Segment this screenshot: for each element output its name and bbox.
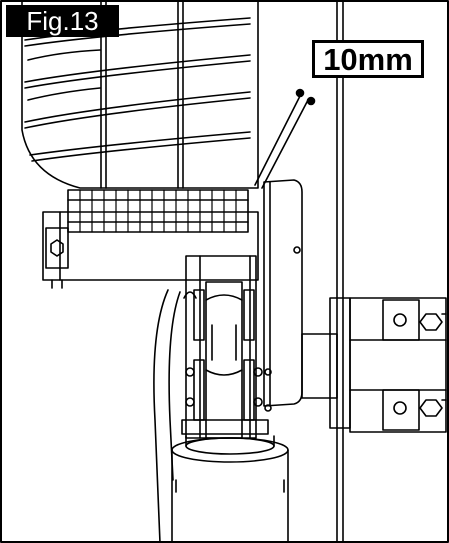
wrench-tool [254,88,316,189]
frame-post [336,1,344,543]
callout-label: 10mm [312,40,424,78]
wheel-hub [153,255,269,543]
lower-cylinder [171,435,289,543]
grille-cage [21,1,259,189]
axle-bar [42,189,259,289]
mounting-plate [263,179,303,412]
bracket-arm [301,297,447,433]
figure-label: Fig.13 [6,5,119,37]
